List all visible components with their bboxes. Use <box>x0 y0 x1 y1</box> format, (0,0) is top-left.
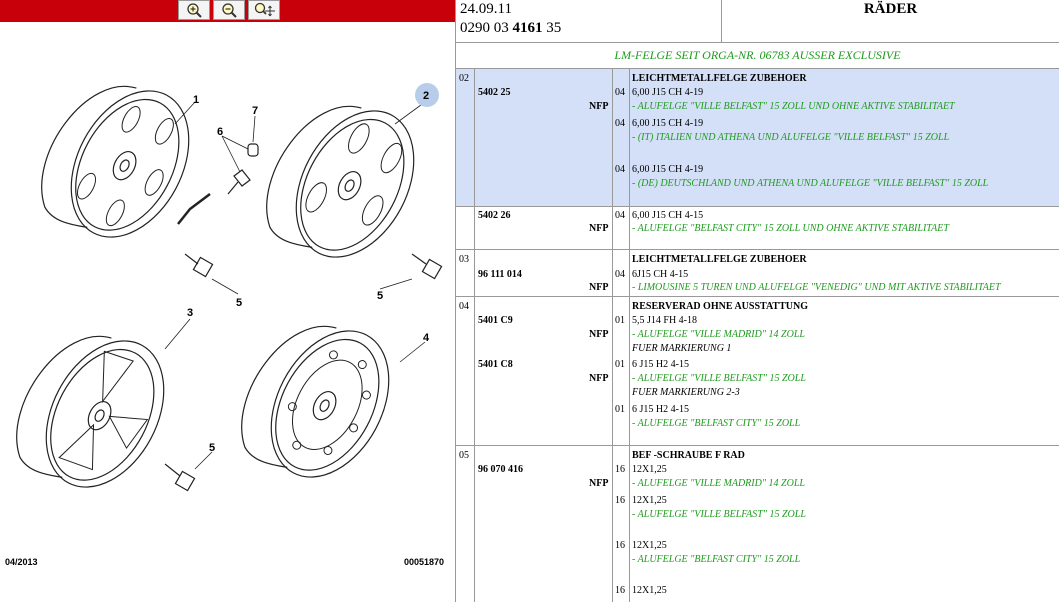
spec: 6 J15 H2 4-15 <box>632 359 689 370</box>
part-number[interactable]: 5402 25 <box>478 87 511 98</box>
description: - ALUFELGE "VILLE MADRID" 14 ZOLL <box>632 329 805 340</box>
description: - ALUFELGE "VILLE BELFAST" 15 ZOLL <box>632 373 806 384</box>
wheel-2 <box>246 77 439 283</box>
spec: 6,00 J15 CH 4-19 <box>632 118 704 129</box>
wheel-4 <box>221 297 414 503</box>
zoom-in-icon <box>187 3 202 18</box>
nfp-label: NFP <box>589 282 609 293</box>
footer-drawing-number: 00051870 <box>404 557 445 567</box>
spec: 12X1,25 <box>632 464 667 475</box>
marking-note: FUER MARKIERUNG 1 <box>632 343 732 354</box>
callout-5c: 5 <box>209 442 215 454</box>
nfp-label: NFP <box>589 478 609 489</box>
part-title: RESERVERAD OHNE AUSSTATTUNG <box>632 301 808 312</box>
nfp-label: NFP <box>589 223 609 234</box>
description: - ALUFELGE "BELFAST CITY" 15 ZOLL <box>632 418 801 429</box>
table-row[interactable]: 5402 26 NFP 04 6,00 J15 CH 4-15 - ALUFEL… <box>456 206 1059 250</box>
quantity: 16 <box>615 540 625 551</box>
wheel-3 <box>0 307 189 513</box>
table-row[interactable]: 03 LEICHTMETALLFELGE ZUBEHOER 96 111 014… <box>456 250 1059 297</box>
description: - ALUFELGE "BELFAST CITY" 15 ZOLL <box>632 554 801 565</box>
table-row[interactable]: 02 LEICHTMETALLFELGE ZUBEHOER 5402 25 NF… <box>456 69 1059 207</box>
diagram-panel: 1 2 3 4 5 5 5 6 7 04/2013 00051870 <box>0 0 456 602</box>
valve-parts <box>177 143 259 225</box>
description: - LIMOUSINE 5 TUREN UND ALUFELGE "VENEDI… <box>632 282 1001 293</box>
callout-numbers: 1 2 3 4 5 5 5 6 7 <box>187 90 430 454</box>
quantity: 04 <box>615 269 625 280</box>
spec: 6,00 J15 CH 4-19 <box>632 164 704 175</box>
quantity: 01 <box>615 404 625 415</box>
nfp-label: NFP <box>589 101 609 112</box>
position-number: 05 <box>459 450 469 461</box>
wheel-bolts <box>164 253 443 492</box>
position-number: 03 <box>459 254 469 265</box>
spec: 12X1,25 <box>632 495 667 506</box>
description: - ALUFELGE "VILLE MADRID" 14 ZOLL <box>632 478 805 489</box>
quantity: 16 <box>615 585 625 596</box>
quantity: 04 <box>615 87 625 98</box>
spec: 6,00 J15 CH 4-19 <box>632 87 704 98</box>
callout-2: 2 <box>423 90 429 102</box>
footer-date: 04/2013 <box>5 557 38 567</box>
wheel-exploded-diagram: 1 2 3 4 5 5 5 6 7 <box>0 57 443 513</box>
zoom-out-icon <box>222 3 237 18</box>
section-subtitle: LM-FELGE SEIT ORGA-NR. 06783 AUSSER EXCL… <box>456 43 1059 69</box>
callout-1: 1 <box>193 94 199 106</box>
part-number[interactable]: 5401 C8 <box>478 359 513 370</box>
callout-5b: 5 <box>377 290 383 302</box>
spec: 12X1,25 <box>632 585 667 596</box>
description: - (DE) DEUTSCHLAND UND ATHENA UND ALUFEL… <box>632 178 989 189</box>
position-number: 02 <box>459 73 469 84</box>
position-number: 04 <box>459 301 469 312</box>
spec: 5,5 J14 FH 4-18 <box>632 315 698 326</box>
spec: 6 J15 H2 4-15 <box>632 404 689 415</box>
callout-3: 3 <box>187 307 193 319</box>
part-title: LEICHTMETALLFELGE ZUBEHOER <box>632 254 807 265</box>
zoom-pan-icon <box>254 2 275 17</box>
description: - ALUFELGE "BELFAST CITY" 15 ZOLL UND OH… <box>632 223 949 234</box>
part-title: BEF -SCHRAUBE F RAD <box>632 450 745 461</box>
quantity: 04 <box>615 118 625 129</box>
nfp-label: NFP <box>589 373 609 384</box>
callout-highlight <box>415 83 439 107</box>
nfp-label: NFP <box>589 329 609 340</box>
spec: 12X1,25 <box>632 540 667 551</box>
quantity: 04 <box>615 164 625 175</box>
zoom-in-button[interactable] <box>178 0 210 20</box>
header-date: 24.09.11 <box>460 1 512 17</box>
page-title: RÄDER <box>863 1 918 17</box>
spec: 6J15 CH 4-15 <box>632 269 689 280</box>
zoom-fit-button[interactable] <box>248 0 280 20</box>
description: - ALUFELGE "VILLE BELFAST" 15 ZOLL <box>632 509 806 520</box>
spec: 6,00 J15 CH 4-15 <box>632 210 704 221</box>
part-number[interactable]: 96 111 014 <box>478 269 522 280</box>
callout-5a: 5 <box>236 297 242 309</box>
quantity: 04 <box>615 210 625 221</box>
description: - (IT) ITALIEN UND ATHENA UND ALUFELGE "… <box>632 132 950 143</box>
quantity: 16 <box>615 495 625 506</box>
header-info: 24.09.11 0290 03 4161 35 <box>460 0 561 38</box>
callout-4: 4 <box>423 332 430 344</box>
parts-header: 24.09.11 0290 03 4161 35 RÄDER <box>456 0 1059 43</box>
callout-7: 7 <box>252 105 258 117</box>
table-row[interactable]: 05 BEF -SCHRAUBE F RAD 96 070 416 NFP 16… <box>456 446 1059 602</box>
description: - ALUFELGE "VILLE BELFAST" 15 ZOLL UND O… <box>632 101 955 112</box>
wheel-1 <box>21 57 214 263</box>
toolbar <box>0 0 455 22</box>
marking-note: FUER MARKIERUNG 2-3 <box>632 387 740 398</box>
callout-6: 6 <box>217 126 223 138</box>
quantity: 01 <box>615 359 625 370</box>
zoom-out-button[interactable] <box>213 0 245 20</box>
part-number[interactable]: 96 070 416 <box>478 464 523 475</box>
header-code: 0290 03 4161 35 <box>460 20 562 36</box>
part-number[interactable]: 5402 26 <box>478 210 511 221</box>
part-title: LEICHTMETALLFELGE ZUBEHOER <box>632 73 807 84</box>
table-row[interactable]: 04 RESERVERAD OHNE AUSSTATTUNG 5401 C9 N… <box>456 297 1059 446</box>
quantity: 16 <box>615 464 625 475</box>
part-number[interactable]: 5401 C9 <box>478 315 513 326</box>
quantity: 01 <box>615 315 625 326</box>
parts-list-panel: 24.09.11 0290 03 4161 35 RÄDER LM-FELGE … <box>456 0 1059 602</box>
leader-lines <box>164 101 426 470</box>
